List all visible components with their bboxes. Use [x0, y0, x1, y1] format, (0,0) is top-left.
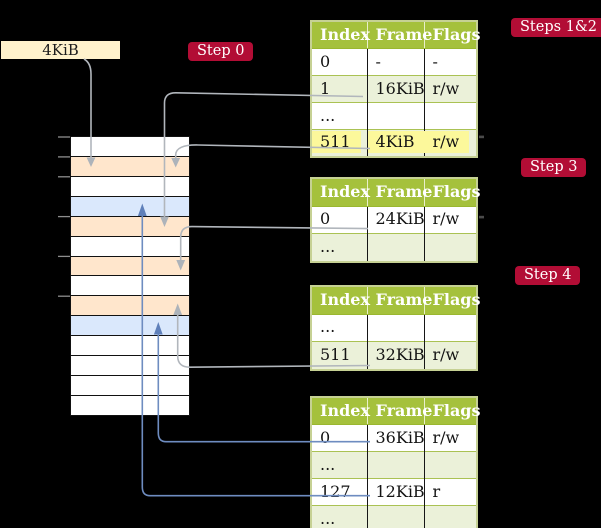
cell-index: 511	[312, 341, 368, 369]
col-header-frame: Frame	[367, 22, 432, 49]
col-header-index: Index	[312, 398, 370, 425]
cell-frame	[367, 102, 425, 130]
table-header-row: Index Frame Flags	[312, 398, 481, 425]
memory-tick-marks	[58, 136, 70, 297]
badge-step-4: Step 4	[515, 266, 581, 285]
col-header-index: Index	[312, 22, 370, 49]
table-row: ...	[312, 102, 476, 130]
cell-frame: 12KiB	[367, 478, 425, 506]
cell-flags: r/w	[424, 341, 476, 369]
col-header-index: Index	[312, 179, 370, 207]
page-table-step-3: Index Frame Flags 0 24KiB r/w ...	[310, 177, 481, 263]
memory-row	[71, 316, 189, 337]
cell-index: ...	[312, 102, 368, 130]
cell-flags	[424, 102, 476, 130]
cell-flags: -	[432, 51, 438, 71]
memory-row	[71, 216, 189, 237]
cell-frame	[367, 451, 425, 479]
cell-frame	[367, 314, 425, 342]
cell-index: ...	[312, 314, 368, 342]
cell-flags	[424, 233, 476, 261]
cell-flags: r/w	[424, 129, 476, 156]
cell-frame	[367, 233, 425, 261]
table-row-highlighted: 511 4KiB r/w	[312, 129, 476, 156]
col-header-index: Index	[312, 287, 370, 315]
cell-flags: r	[424, 478, 476, 506]
table-row: ...	[312, 505, 476, 528]
cell-frame: 32KiB	[367, 341, 425, 369]
col-header-frame: Frame	[367, 179, 432, 207]
col-header-frame: Frame	[367, 287, 432, 315]
col-header-flags: Flags	[424, 179, 481, 207]
cell-index: 0	[312, 206, 368, 234]
table-header-row: Index Frame Flags	[312, 179, 481, 207]
cell-index: 0	[312, 424, 368, 452]
page-table-step-4-upper: Index Frame Flags ... 511 32KiB r/w	[310, 285, 481, 371]
memory-row	[71, 376, 189, 396]
memory-row	[71, 256, 189, 277]
cell-frame: 4KiB	[367, 129, 425, 156]
cell-flags	[424, 314, 476, 342]
cell-index: 511	[312, 129, 368, 156]
cell-flags: r/w	[432, 427, 460, 447]
table-row: 1 16KiB r/w	[312, 75, 476, 103]
cell-frame: 24KiB	[367, 206, 425, 234]
cell-index: 0	[312, 48, 368, 76]
cell-flags	[424, 451, 476, 479]
badge-step-3: Step 3	[521, 158, 587, 177]
cell-flags	[424, 505, 476, 528]
page-table-step-4-lower: Index Frame Flags 0 36KiB r/w ... 127 12…	[310, 396, 481, 528]
table-row: 511 32KiB r/w	[312, 341, 476, 369]
badge-step-0: Step 0	[188, 42, 254, 61]
physical-memory-column	[70, 136, 190, 416]
cell-flags: r/w	[424, 75, 476, 103]
memory-row	[71, 276, 189, 297]
col-header-flags: Flags	[424, 22, 481, 49]
page-table-steps-1-2: Index Frame Flags 0 - - 1 16KiB r/w ...	[310, 20, 481, 158]
frame-size-label-box: 4KiB	[1, 41, 120, 59]
table-row: ...	[312, 451, 476, 479]
cell-index: ...	[312, 505, 368, 528]
table-header-row: Index Frame Flags	[312, 22, 481, 49]
table-row: ...	[312, 233, 476, 261]
memory-row	[71, 336, 189, 357]
memory-row	[71, 176, 189, 197]
cell-index: ...	[312, 233, 368, 261]
col-header-flags: Flags	[424, 398, 481, 425]
edge-mark-table2-row0	[479, 215, 484, 219]
memory-row	[71, 196, 189, 217]
badge-steps-1-2: Steps 1&2	[511, 18, 601, 37]
cell-index: 127	[312, 478, 368, 506]
table-header-row: Index Frame Flags	[312, 287, 481, 315]
memory-row	[71, 395, 189, 415]
memory-row	[71, 137, 189, 157]
cell-index: 1	[312, 75, 368, 103]
cell-frame	[367, 505, 425, 528]
cell-frame: -	[367, 48, 425, 76]
table-row: 0 36KiB r/w	[312, 424, 476, 452]
table-row: 0 - -	[312, 48, 476, 76]
edge-mark-table1-row511	[479, 135, 484, 139]
table-row: 127 12KiB r	[312, 478, 476, 506]
cell-flags: r/w	[432, 209, 460, 229]
cell-index: ...	[312, 451, 368, 479]
table-row: ...	[312, 314, 476, 342]
col-header-flags: Flags	[424, 287, 481, 315]
table-row: 0 24KiB r/w	[312, 206, 476, 234]
memory-row	[71, 356, 189, 377]
memory-row	[71, 296, 189, 317]
memory-row	[71, 236, 189, 257]
col-header-frame: Frame	[367, 398, 432, 425]
cell-frame: 16KiB	[367, 75, 425, 103]
cell-frame: 36KiB	[367, 424, 425, 452]
memory-row	[71, 156, 189, 177]
